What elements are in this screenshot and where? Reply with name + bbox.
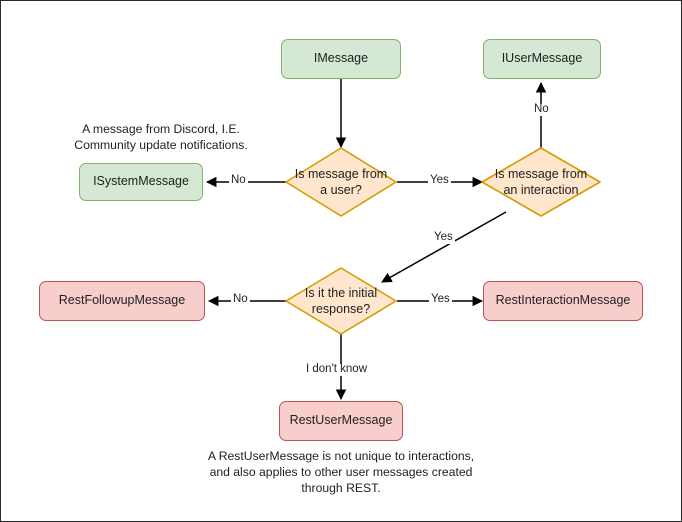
diamond-shape-is-from-interaction [481,147,601,217]
node-iusermessage[interactable]: IUserMessage [483,39,601,79]
diamond-shape-is-from-user [285,147,397,217]
node-is-from-interaction[interactable]: Is message from an interaction [481,147,601,217]
edge-label-is-initial-response-yes: Yes [429,293,452,306]
edge-label-is-initial-response-unknown: I don't know [304,363,370,376]
edge-is-from-interaction-yes-to-is-initial-response [381,211,507,283]
node-isystemmessage-label: ISystemMessage [93,174,189,189]
edge-label-is-from-interaction-yes: Yes [432,231,455,244]
node-iusermessage-label: IUserMessage [501,51,583,66]
node-imessage-label: IMessage [313,51,369,66]
node-is-initial-response[interactable]: Is it the initial response? [285,267,397,335]
node-restinteractionmessage[interactable]: RestInteractionMessage [483,281,643,321]
node-restusermessage-label: RestUserMessage [289,413,393,428]
node-isystemmessage[interactable]: ISystemMessage [79,163,203,201]
diamond-shape-is-initial-response [285,267,397,335]
edge-label-is-from-interaction-no: No [532,103,551,116]
node-restinteractionmessage-label: RestInteractionMessage [495,293,631,308]
note-system-message: A message from Discord, I.E. Community u… [74,122,248,153]
node-restfollowupmessage-label: RestFollowupMessage [58,293,186,308]
edge-label-is-from-user-no: No [229,174,248,187]
node-imessage[interactable]: IMessage [281,39,401,79]
node-restfollowupmessage[interactable]: RestFollowupMessage [39,281,205,321]
edge-label-is-initial-response-no: No [231,293,250,306]
edge-label-is-from-user-yes: Yes [428,174,451,187]
node-restusermessage[interactable]: RestUserMessage [279,401,403,441]
node-is-from-user[interactable]: Is message from a user? [285,147,397,217]
note-rest-user-message: A RestUserMessage is not unique to inter… [207,449,475,496]
